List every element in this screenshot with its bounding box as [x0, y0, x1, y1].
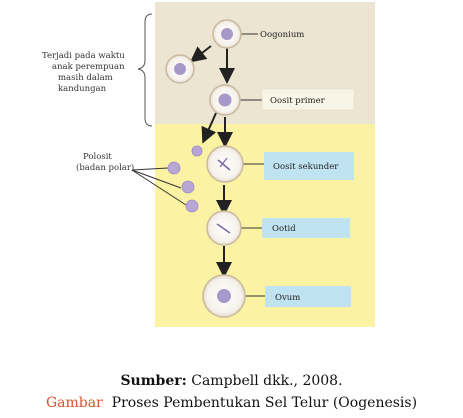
- stage-label-oogonium: Oogonium: [260, 30, 304, 40]
- curly-bracket: [137, 13, 153, 127]
- ovum-cell: [202, 274, 246, 318]
- polar-body: [191, 145, 203, 157]
- ootid-cell: [206, 210, 242, 246]
- dividing-oogonium-cell: [165, 54, 195, 84]
- bracket-note-line-2: anak perempuan: [52, 62, 125, 72]
- bracket-note-line-1: Terjadi pada waktu: [42, 51, 125, 61]
- stage-label-secondary-oocyte: Oosit sekunder: [273, 162, 339, 172]
- figure-source: Sumber: Campbell dkk., 2008.: [0, 373, 463, 389]
- figure-title: Proses Pembentukan Sel Telur (Oogenesis): [102, 395, 418, 411]
- source-label: Sumber:: [120, 373, 187, 389]
- polocyte-pointers: [131, 167, 187, 206]
- bracket-note-line-4: kandungan: [58, 84, 107, 94]
- polocyte-note-line-2: (badan polar): [76, 162, 134, 173]
- label-connectors: [240, 33, 265, 297]
- source-text: Campbell dkk., 2008.: [186, 373, 343, 389]
- bracket-note-line-3: masih dalam: [58, 73, 113, 83]
- polar-body: [185, 199, 199, 213]
- polocyte-note-line-1: Polosit: [83, 152, 112, 162]
- stage-label-ootid: Ootid: [272, 224, 296, 234]
- polocyte-note: Polosit (badan polar): [76, 152, 134, 173]
- oogonium-cell: [212, 19, 242, 49]
- stage-label-primary-oocyte: Oosit primer: [270, 96, 326, 106]
- process-arrows: [189, 45, 235, 278]
- stage-label-ovum: Ovum: [275, 293, 300, 303]
- polar-body: [167, 161, 181, 175]
- figure-label: Gambar: [45, 395, 103, 411]
- secondary-oocyte-cell: [206, 145, 244, 183]
- stage-box-primary-oocyte: [261, 88, 355, 111]
- stage-box-ovum: [265, 286, 351, 307]
- polar-body: [181, 180, 195, 194]
- polar-bodies: [167, 145, 203, 213]
- stage-box-ootid: [262, 218, 350, 238]
- figure-caption: Gambar Proses Pembentukan Sel Telur (Oog…: [0, 395, 463, 411]
- primary-oocyte-cell: [209, 84, 241, 116]
- bracket-note: Terjadi pada waktu anak perempuan masih …: [42, 51, 125, 94]
- oogenesis-diagram: Terjadi pada waktu anak perempuan masih …: [42, 2, 375, 327]
- stage-box-secondary-oocyte: [264, 152, 354, 180]
